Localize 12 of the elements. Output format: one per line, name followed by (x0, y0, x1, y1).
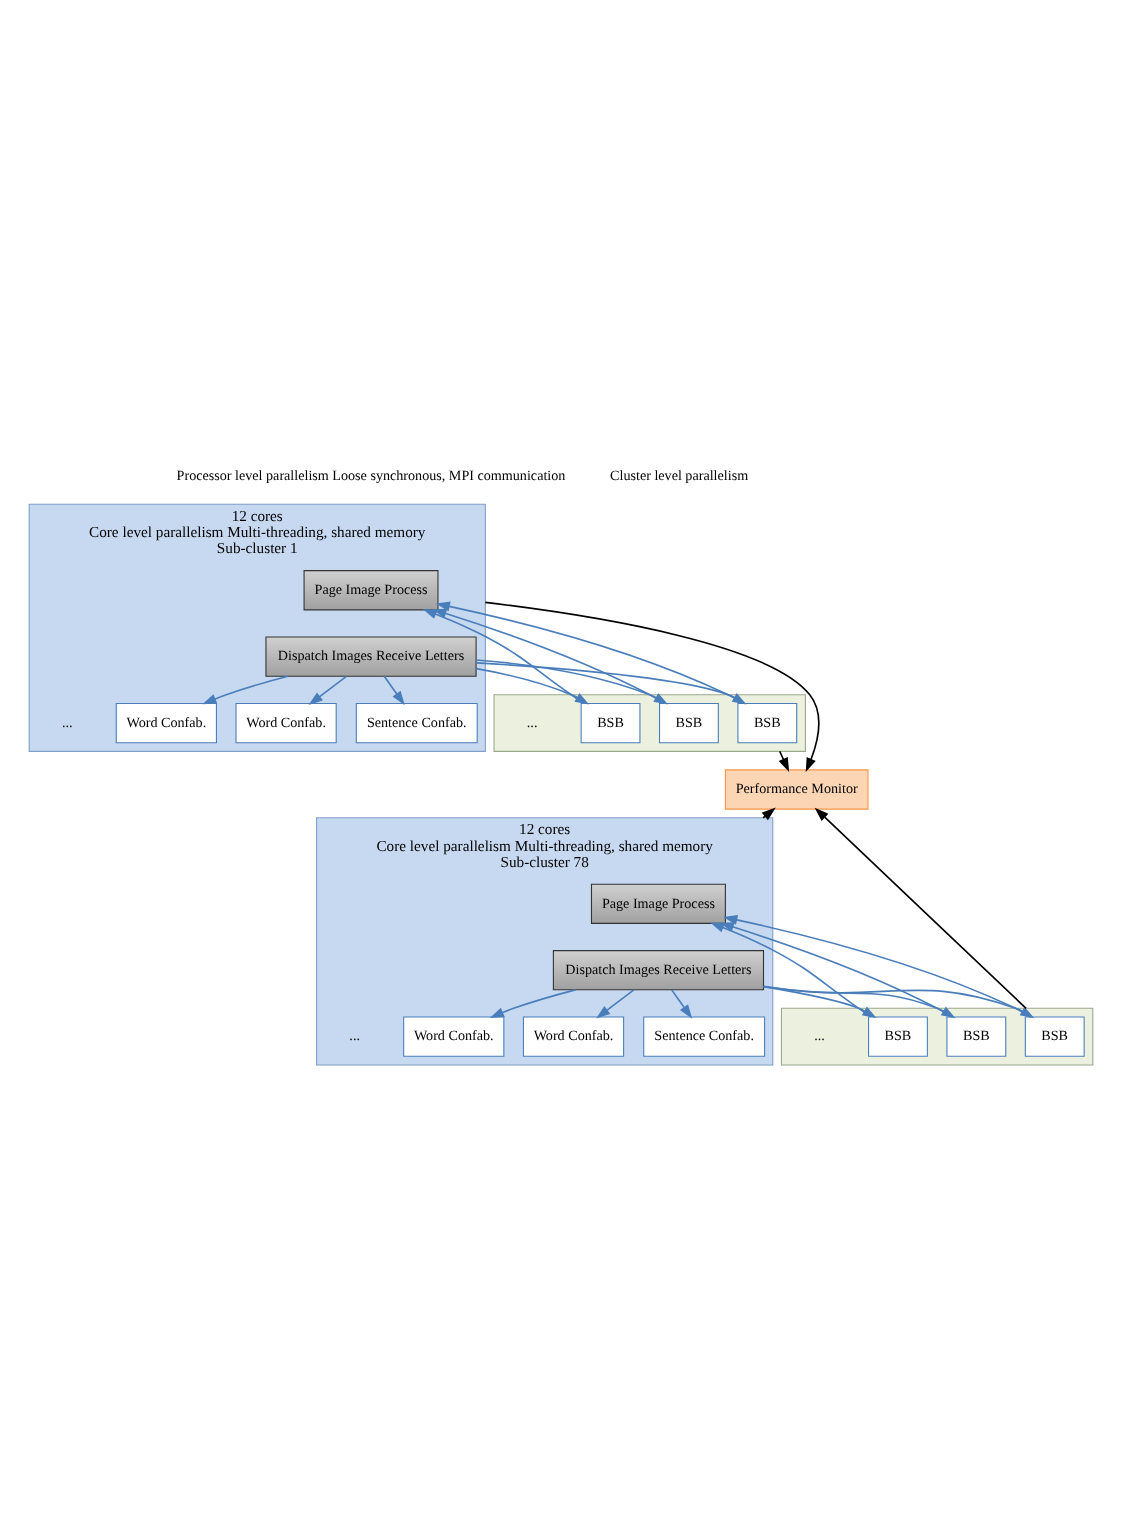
node-label: Sub-cluster 78 (500, 852, 589, 871)
arrow (484, 600, 820, 772)
arrow (308, 674, 348, 704)
arrow (489, 988, 577, 1017)
arrow (383, 674, 405, 705)
arrow (596, 988, 635, 1018)
arrow (710, 921, 872, 1017)
node-label: Sub-cluster 1 (216, 538, 298, 557)
arrow (778, 749, 790, 771)
arrow (814, 806, 1027, 1009)
arrow (670, 988, 693, 1018)
arrow (202, 674, 289, 704)
